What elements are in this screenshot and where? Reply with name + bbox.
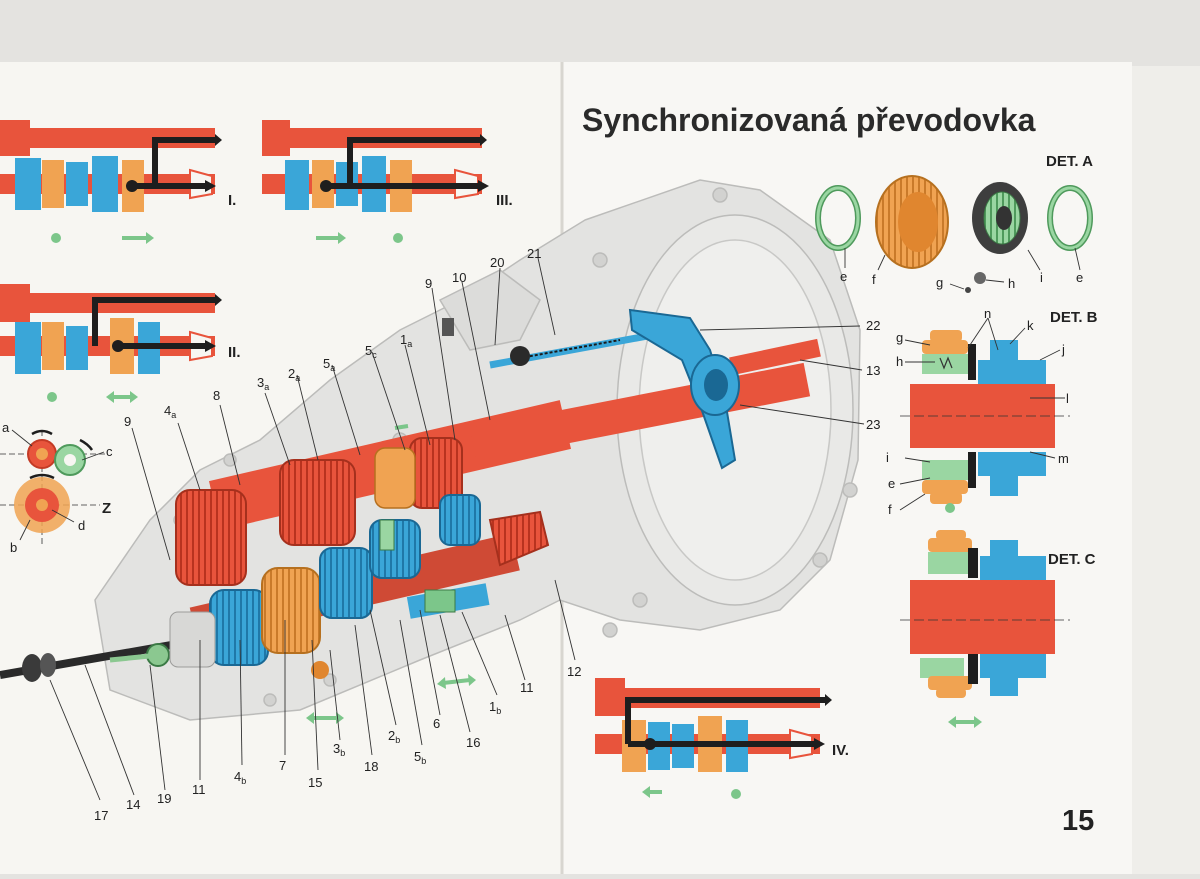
detail-b-k: k [1027,318,1034,333]
callout-7: 7 [279,758,286,773]
detail-a-f: f [872,272,876,287]
callout-13: 13 [866,363,880,378]
callout-leader-lines [49,257,865,801]
callout-21: 21 [527,246,541,261]
gear-label-third: III. [496,192,513,209]
detail-b: DET. B g h n k j l i m e [886,306,1098,517]
detail-a-e2: e [1076,270,1083,285]
callout-20: 20 [490,255,504,270]
rotation-letter-a: a [2,420,10,435]
detail-b-f: f [888,502,892,517]
detail-a: DET. A e f g h i e [815,153,1093,293]
callout-11-right: 11 [520,680,534,695]
gear-label-fourth: IV. [832,742,849,759]
gear-diagram-second: II. [0,284,241,403]
callout-23: 23 [866,417,880,432]
callout-4b: 4b [234,769,246,786]
page-title: Synchronizovaná převodovka [582,102,1036,138]
callout-15: 15 [308,775,322,790]
callout-9-left: 9 [124,414,131,429]
callout-4a: 4a [164,403,176,420]
callout-22: 22 [866,318,880,333]
detail-b-e: e [888,476,895,491]
callout-16: 16 [466,735,480,750]
detail-b-j: j [1061,342,1065,357]
callout-12: 12 [567,664,581,679]
callout-14: 14 [126,797,140,812]
gear-label-first: I. [228,192,236,209]
detail-b-heading: DET. B [1050,309,1098,326]
rotation-diagram: a c d b Z [0,420,113,555]
callout-10: 10 [452,270,466,285]
callout-1b: 1b [489,699,501,716]
detail-a-i: i [1040,270,1043,285]
output-shaft [0,636,201,682]
detail-b-l: l [1066,391,1069,406]
callout-19: 19 [157,791,171,806]
rotation-letter-b: b [10,540,17,555]
detail-a-e1: e [840,269,847,284]
detail-c-heading: DET. C [1048,551,1096,568]
callout-2b: 2b [388,728,400,745]
detail-b-n: n [984,306,991,321]
detail-a-h: h [1008,276,1015,291]
callout-3b: 3b [333,741,345,758]
callout-2a: 2a [288,366,300,383]
detail-b-h: h [896,354,903,369]
rotation-letter-d: d [78,518,85,533]
gear-diagram-first: I. [0,120,236,244]
synchro-pieces [311,519,456,679]
gear-diagram-fourth: IV. [595,678,849,799]
gear-diagram-third: III. [262,120,513,244]
detail-c: DET. C [900,530,1096,728]
detail-b-m: m [1058,451,1069,466]
callout-3a: 3a [257,375,269,392]
page-number: 15 [1062,805,1094,837]
callout-17: 17 [94,808,108,823]
detail-b-g: g [896,330,903,345]
counter-shaft-assembly [169,494,550,668]
callout-18: 18 [364,759,378,774]
callout-1a: 1a [400,332,412,349]
detail-a-g: g [936,275,943,290]
rotation-label-z: Z [102,500,111,517]
callout-8: 8 [213,388,220,403]
callout-11-left: 11 [192,782,206,797]
callouts: 9 4a 8 3a 2a 5a 5c 1a 9 10 20 21 22 13 2… [94,246,880,823]
selector-fork [442,308,740,470]
shift-indicators [306,424,476,724]
callout-5a: 5a [323,356,335,373]
callout-5c: 5c [365,343,377,360]
callout-5b: 5b [414,749,426,766]
rotation-letter-c: c [106,444,113,459]
detail-a-heading: DET. A [1046,153,1093,170]
gear-label-second: II. [228,344,241,361]
callout-6: 6 [433,716,440,731]
detail-b-i: i [886,450,889,465]
callout-9-right: 9 [425,276,432,291]
